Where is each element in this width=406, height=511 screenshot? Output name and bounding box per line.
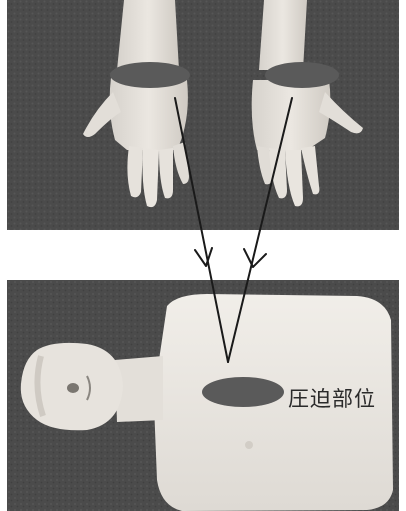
compression-site-label: 圧迫部位 — [288, 383, 376, 413]
hands-photo — [7, 0, 399, 230]
right-palm-marker — [265, 62, 339, 88]
left-palm-marker — [110, 62, 190, 88]
